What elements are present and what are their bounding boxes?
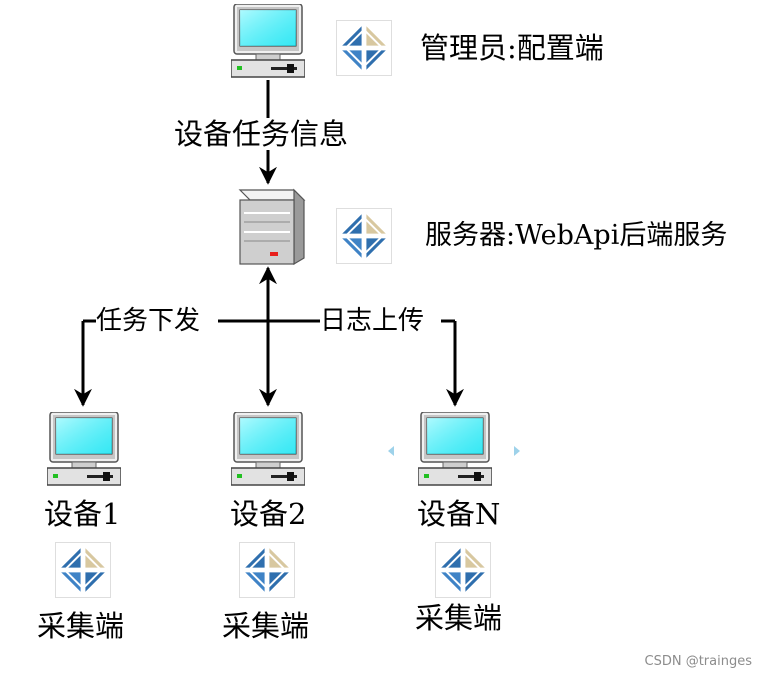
chevron-left-icon (388, 446, 394, 456)
deviceN-name: 设备N (417, 497, 501, 531)
device1-name: 设备1 (44, 497, 121, 531)
flow-down-label: 任务下发 (96, 306, 201, 336)
admin-app-icon (336, 20, 391, 75)
server-label: 服务器:WebApi后端服务 (425, 220, 728, 251)
admin-label: 管理员:配置端 (420, 31, 604, 65)
flow-up-label: 日志上传 (320, 306, 425, 336)
chevron-right-icon (514, 446, 520, 456)
flow-top-label: 设备任务信息 (171, 120, 352, 149)
device1-app-icon (55, 542, 110, 597)
device2-computer-icon (231, 412, 305, 486)
admin-computer-icon (231, 4, 305, 78)
server-app-icon (336, 208, 391, 263)
device2-role: 采集端 (222, 609, 310, 643)
device2-app-icon (239, 542, 294, 597)
server-icon (238, 188, 306, 266)
deviceN-role: 采集端 (415, 601, 503, 635)
device1-computer-icon (47, 412, 121, 486)
device2-name: 设备2 (230, 497, 307, 531)
watermark: CSDN @trainges (644, 654, 752, 669)
deviceN-computer-icon (418, 412, 492, 486)
deviceN-app-icon (435, 542, 490, 597)
device1-role: 采集端 (37, 609, 125, 643)
